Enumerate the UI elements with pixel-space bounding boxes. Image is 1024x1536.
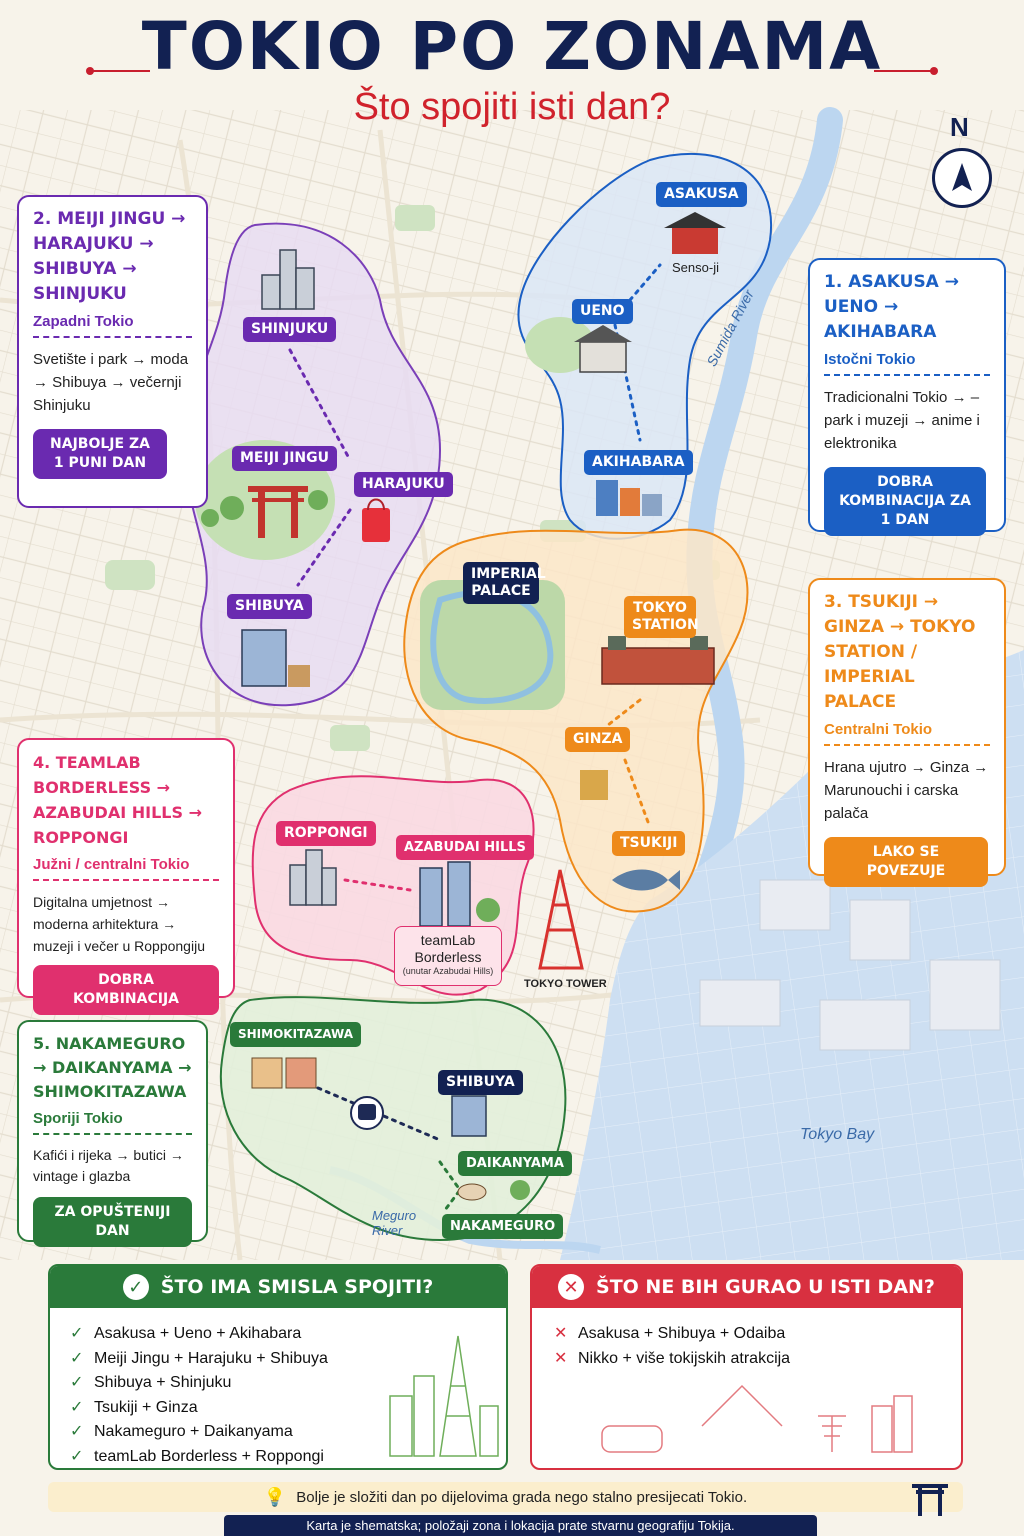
check-icon: ✓ — [70, 1374, 84, 1391]
route-3-description: Hrana ujutro → Ginza → Marunouchi i cars… — [824, 759, 989, 822]
title-rule-right — [874, 70, 934, 72]
route-panel-4: 4. TEAMLAB BORDERLESS → AZABUDAI HILLS →… — [17, 738, 235, 1015]
tip-bar: 💡 Bolje je složiti dan po dijelovima gra… — [48, 1482, 963, 1512]
map-label-tokyo-bay: Tokyo Bay — [800, 1126, 875, 1143]
route-2-description: Svetište i park → moda → Shibuya → večer… — [33, 351, 189, 414]
map-label-shibuya-south[interactable]: SHIBUYA — [438, 1070, 523, 1095]
list-item: ✕Nikko + više tokijskih atrakcija — [554, 1347, 961, 1372]
route-2-badge[interactable]: NAJBOLJE ZA 1 PUNI DAN — [33, 429, 167, 479]
check-icon: ✓ — [70, 1423, 84, 1440]
map-label-shimokitazawa[interactable]: SHIMOKITAZAWA — [230, 1022, 362, 1047]
bad-combos-box: ✕ ŠTO NE BIH GURAO U ISTI DAN? ✕Asakusa … — [530, 1264, 963, 1470]
route-2-area: Zapadni Tokio — [33, 313, 134, 330]
lightbulb-icon: 💡 — [263, 1486, 287, 1507]
route-1-description: Tradicionalni Tokio → – park i muzeji → … — [824, 389, 980, 452]
map-label-senso-ji: Senso-ji — [672, 260, 719, 275]
teamlab-box[interactable]: teamLab Borderless (unutar Azabudai Hill… — [394, 926, 502, 986]
map-label-teamlab-note: (unutar Azabudai Hills) — [402, 966, 494, 976]
good-combos-list: ✓Asakusa + Ueno + Akihabara ✓Meiji Jingu… — [50, 1308, 506, 1469]
bad-combos-list: ✕Asakusa + Shibuya + Odaiba ✕Nikko + viš… — [532, 1308, 961, 1371]
good-combos-title: ŠTO IMA SMISLA SPOJITI? — [160, 1276, 434, 1298]
list-item: ✓Tsukiji + Ginza — [70, 1396, 506, 1421]
good-combos-header: ✓ ŠTO IMA SMISLA SPOJITI? — [50, 1266, 506, 1308]
route-1-badge[interactable]: DOBRA KOMBINACIJA ZA 1 DAN — [824, 467, 986, 536]
map-label-shibuya[interactable]: SHIBUYA — [227, 594, 312, 619]
check-icon: ✓ — [70, 1349, 84, 1367]
map-label-tsukiji[interactable]: TSUKIJI — [612, 831, 686, 856]
list-item: ✓Nakameguro + Daikanyama — [70, 1420, 506, 1445]
map-label-meiji-jingu[interactable]: MEIJI JINGU — [232, 446, 337, 471]
x-circle-icon: ✕ — [558, 1274, 585, 1300]
list-item: ✓Asakusa + Ueno + Akihabara — [70, 1322, 506, 1347]
route-3-area: Centralni Tokio — [824, 721, 933, 738]
route-2-title: 2. MEIJI JINGU → HARAJUKU → SHIBUYA → SH… — [33, 209, 186, 304]
map-label-ueno[interactable]: UENO — [572, 299, 633, 324]
bad-combos-title: ŠTO NE BIH GURAO U ISTI DAN? — [596, 1276, 935, 1298]
route-panel-1: 1. ASAKUSA → UENO → AKIHABARA Istočni To… — [808, 258, 1006, 536]
route-5-description: Kafići i rijeka → butici → vintage i gla… — [33, 1147, 184, 1184]
map-label-roppongi[interactable]: ROPPONGI — [276, 821, 376, 846]
good-combos-box: ✓ ŠTO IMA SMISLA SPOJITI? ✓Asakusa + Uen… — [48, 1264, 508, 1470]
route-panel-3: 3. TSUKIJI → GINZA → TOKYO STATION / IMP… — [808, 578, 1006, 887]
route-2-divider — [33, 336, 192, 338]
route-3-divider — [824, 744, 990, 746]
map-label-tokyo-tower: TOKYO TOWER — [524, 978, 607, 990]
map-label-azabudai-hills[interactable]: AZABUDAI HILLS — [396, 835, 534, 860]
route-1-divider — [824, 374, 990, 376]
route-3-badge[interactable]: LAKO SE POVEZUJE — [824, 837, 988, 887]
route-5-title: 5. NAKAMEGURO → DAIKANYAMA → SHIMOKITAZA… — [33, 1034, 192, 1101]
check-icon: ✓ — [70, 1398, 84, 1416]
compass-label: N — [950, 112, 969, 142]
route-4-divider — [33, 879, 219, 881]
check-circle-icon: ✓ — [122, 1274, 149, 1300]
fuji-train-illustration — [601, 1384, 913, 1453]
route-1-area: Istočni Tokio — [824, 351, 916, 368]
torii-icon — [912, 1484, 948, 1516]
route-4-badge[interactable]: DOBRA KOMBINACIJA — [33, 965, 219, 1015]
check-icon: ✓ — [70, 1447, 84, 1465]
route-4-description: Digitalna umjetnost → moderna arhitektur… — [33, 894, 205, 954]
list-item: ✓Meiji Jingu + Harajuku + Shibuya — [70, 1347, 506, 1372]
route-4-title: 4. TEAMLAB BORDERLESS → AZABUDAI HILLS →… — [33, 753, 202, 847]
map-label-shinjuku[interactable]: SHINJUKU — [243, 317, 337, 342]
check-icon: ✓ — [70, 1325, 84, 1342]
list-item: ✓teamLab Borderless + Roppongi — [70, 1445, 506, 1470]
map-label-teamlab: teamLab Borderless — [414, 932, 482, 965]
route-panel-5: 5. NAKAMEGURO → DAIKANYAMA → SHIMOKITAZA… — [17, 1020, 208, 1247]
x-icon: ✕ — [554, 1349, 568, 1367]
route-3-title: 3. TSUKIJI → GINZA → TOKYO STATION / IMP… — [824, 592, 976, 712]
map-label-tokyo-station[interactable]: TOKYO STATION — [624, 596, 699, 638]
map-label-imperial-palace[interactable]: IMPERIAL PALACE — [463, 562, 546, 604]
route-5-badge[interactable]: ZA OPUŠTENIJI DAN — [33, 1197, 192, 1247]
title-rule-left — [90, 70, 150, 72]
page-subtitle: Što spojiti isti dan? — [353, 86, 671, 128]
compass-icon — [932, 148, 992, 208]
list-item: ✓Shibuya + Shinjuku — [70, 1371, 506, 1396]
map-label-ginza[interactable]: GINZA — [565, 727, 631, 752]
route-5-area: Sporiji Tokio — [33, 1110, 123, 1127]
map-label-akihabara[interactable]: AKIHABARA — [584, 450, 693, 475]
page-title: TOKIO PO ZONAMA — [141, 8, 883, 85]
map-label-daikanyama[interactable]: DAIKANYAMA — [458, 1151, 572, 1176]
bad-combos-header: ✕ ŠTO NE BIH GURAO U ISTI DAN? — [532, 1266, 961, 1308]
map-label-nakameguro[interactable]: NAKAMEGURO — [442, 1214, 564, 1239]
tokyo-skyline-illustration — [389, 1335, 499, 1457]
map-label-harajuku[interactable]: HARAJUKU — [354, 472, 453, 497]
title-dot-right — [930, 67, 938, 75]
route-1-title: 1. ASAKUSA → UENO → AKIHABARA — [824, 272, 960, 342]
map-label-asakusa[interactable]: ASAKUSA — [656, 182, 747, 207]
route-panel-2: 2. MEIJI JINGU → HARAJUKU → SHIBUYA → SH… — [17, 195, 208, 508]
map-label-meguro-river: Meguro River — [372, 1208, 417, 1238]
list-item: ✕Asakusa + Shibuya + Odaiba — [554, 1322, 961, 1347]
x-icon: ✕ — [554, 1325, 568, 1342]
footer-note: Karta je shematska; položaji zona i loka… — [224, 1515, 817, 1536]
title-dot-left — [86, 67, 94, 75]
tip-text: Bolje je složiti dan po dijelovima grada… — [296, 1488, 748, 1506]
route-4-area: Južni / centralni Tokio — [33, 856, 190, 873]
route-5-divider — [33, 1133, 192, 1135]
